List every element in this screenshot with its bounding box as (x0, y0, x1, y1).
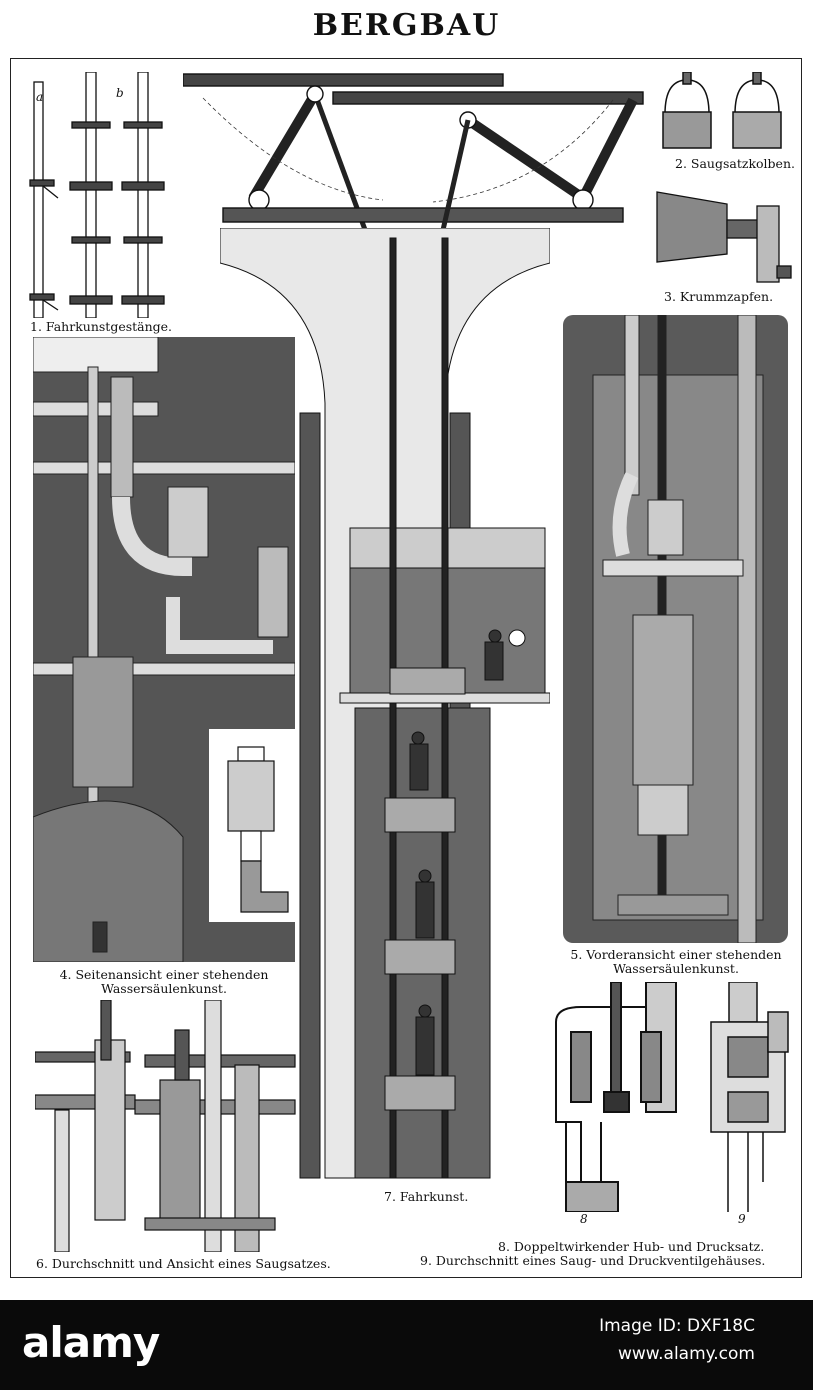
page-title: BERGBAU (312, 8, 501, 43)
caption-figure-6: 6. Durchschnitt und Ansicht eines Saugsa… (36, 1256, 331, 1271)
figure-7-fahrkunst-shaft (220, 228, 550, 1183)
figure-2-saugsatzkolben (655, 72, 795, 154)
caption-figure-1: 1. Fahrkunstgestänge. (30, 319, 173, 334)
caption-figure-4-line-1: 4. Seitenansicht einer stehenden (59, 967, 269, 982)
figure-6-saugsatz (35, 1000, 297, 1252)
figure-4-seitenansicht (33, 337, 295, 962)
figure-1-fahrkunstgestaenge (28, 72, 168, 318)
brand-logo: alamy (22, 1318, 160, 1367)
footer-bar: alamy Image ID: DXF18C www.alamy.com (0, 1300, 813, 1390)
figure-1-label-b: b (116, 86, 124, 100)
figure-9-ventilgehaeuse (703, 982, 793, 1212)
figure-3-krummzapfen (655, 188, 795, 284)
image-id-text: Image ID: DXF18C (599, 1316, 755, 1336)
figure-8-label: 8 (580, 1212, 588, 1226)
caption-figure-7: 7. Fahrkunst. (384, 1189, 469, 1204)
plate-frame (10, 58, 802, 1278)
figure-5-vorderansicht (563, 315, 788, 943)
caption-figure-4: 4. Seitenansicht einer stehenden Wassers… (33, 968, 295, 996)
caption-figure-5: 5. Vorderansicht einer stehenden Wassers… (556, 948, 796, 976)
caption-figure-5-line-2: Wassersäulenkunst. (613, 961, 739, 976)
caption-figure-8: 8. Doppeltwirkender Hub- und Drucksatz. (498, 1239, 765, 1254)
caption-figure-5-line-1: 5. Vorderansicht einer stehenden (570, 947, 782, 962)
caption-figure-2: 2. Saugsatzkolben. (675, 156, 795, 171)
caption-figure-4-line-2: Wassersäulenkunst. (101, 981, 227, 996)
site-url-text: www.alamy.com (617, 1344, 755, 1364)
figure-1-label-a: a (36, 90, 44, 104)
figure-8-hub-drucksatz (546, 982, 694, 1212)
caption-figure-9: 9. Durchschnitt eines Saug- und Druckven… (420, 1253, 766, 1268)
figure-9-label: 9 (738, 1212, 746, 1226)
caption-figure-3: 3. Krummzapfen. (664, 289, 774, 304)
figure-7-headframe (183, 70, 653, 230)
